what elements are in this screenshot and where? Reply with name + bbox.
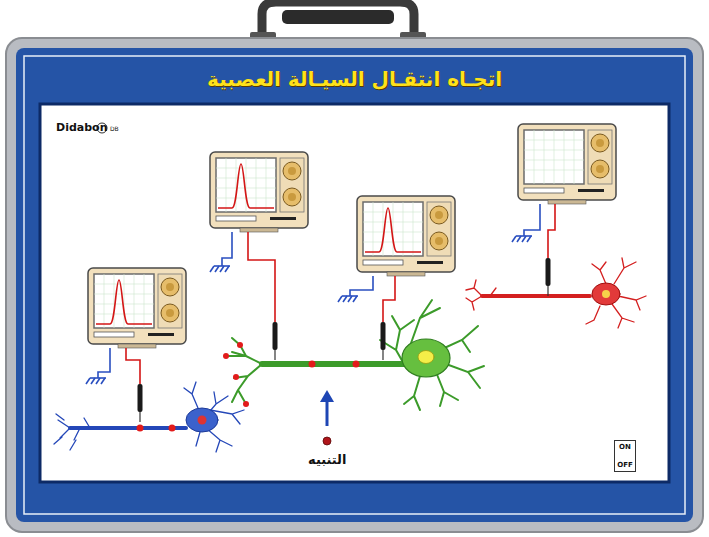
logo-text: Didabon <box>56 121 107 134</box>
ground-symbol <box>86 378 106 384</box>
red-neuron <box>466 258 646 328</box>
white-panel <box>40 104 669 482</box>
ground-symbol <box>210 266 230 272</box>
electrode-probe <box>381 322 386 360</box>
switch-text: OFF <box>617 461 633 469</box>
board-frame <box>6 38 703 532</box>
ground-symbol <box>338 296 358 302</box>
stimulus-label: التنبيه <box>308 452 346 467</box>
electrode-probe <box>273 322 278 360</box>
oscilloscope <box>210 152 308 232</box>
oscilloscope <box>88 268 186 348</box>
blue-neuron <box>54 382 244 452</box>
electrode-probe <box>138 384 143 422</box>
electrode-probe <box>546 258 551 296</box>
oscilloscope <box>357 196 455 276</box>
board-face <box>16 48 693 522</box>
title-text: اتجـاه انتقـال السيـالة العصبية <box>207 67 502 91</box>
ground-symbol <box>512 236 532 242</box>
power-switch: ON OFF <box>614 440 636 472</box>
switch-text: ON <box>619 443 631 451</box>
stimulus-arrow <box>320 390 334 445</box>
logo-suffix: DB <box>110 125 119 132</box>
green-neuron <box>223 300 484 410</box>
oscilloscope <box>518 124 616 204</box>
